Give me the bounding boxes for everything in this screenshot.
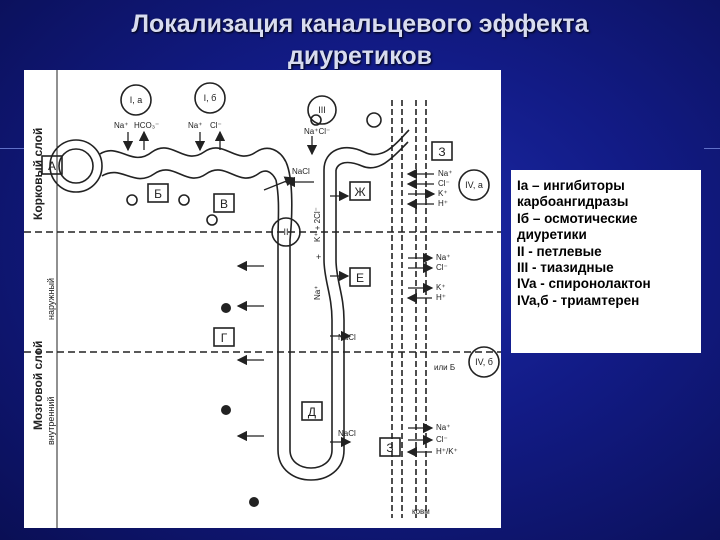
box-a-frame xyxy=(41,155,63,175)
ion-nacl-loop: NaCl xyxy=(292,167,310,176)
title-line-1: Локализация канальцевого эффекта xyxy=(131,10,589,38)
ion-nacl-top: Na⁺Cl⁻ xyxy=(304,127,330,136)
descending-limb-inner xyxy=(275,179,280,450)
side-label-outer: наружный xyxy=(46,278,56,320)
ascending-limb-outer xyxy=(335,170,345,450)
box-g: Г xyxy=(221,331,228,345)
ion-na-1: Na⁺ xyxy=(114,121,128,130)
box-z1: З xyxy=(438,145,445,159)
loop-bottom-inner xyxy=(277,449,345,481)
legend-item-5: II - петлевые xyxy=(517,243,602,259)
distal-tubule-2 xyxy=(335,141,409,171)
box-a: А xyxy=(48,159,56,173)
legend-item-1: Ia – ингибиторы xyxy=(517,178,625,193)
marker-circle-2 xyxy=(178,194,190,206)
drug-site-4a xyxy=(458,169,490,201)
box-e-frame xyxy=(349,267,371,287)
legend-item-3: Iб – осмотические xyxy=(517,210,638,226)
legend-box: Ia – ингибиторы карбоангидразы Iб – осмо… xyxy=(511,170,701,353)
marker-circle-distal xyxy=(366,112,382,128)
ion-na-2: Na⁺ xyxy=(188,121,202,130)
box-b: Б xyxy=(154,187,162,201)
box-zh-frame xyxy=(349,181,371,201)
legend-item-2: карбоангидразы xyxy=(517,194,629,210)
ion-cd3-hk: H⁺/K⁺ xyxy=(436,447,458,456)
edge-line-right xyxy=(704,148,720,149)
box-b-frame xyxy=(147,183,169,203)
ion-cd-k: K⁺ xyxy=(438,189,448,198)
legend-item-4: диуретики xyxy=(517,227,587,243)
title-line-2: диуретиков xyxy=(287,42,433,70)
loop-bottom-outer xyxy=(289,449,333,469)
drug-site-4b xyxy=(468,346,500,378)
box-d-frame xyxy=(301,401,323,421)
ion-cd3-cl: Cl⁻ xyxy=(436,435,448,444)
legend-item-6: III - тиазидные xyxy=(517,260,614,276)
ion-cd2-h: H⁺ xyxy=(436,293,446,302)
legend-item-8: IVa,б - триамтерен xyxy=(517,292,640,308)
box-g-frame xyxy=(213,327,235,347)
ion-cd-na: Na⁺ xyxy=(438,169,452,178)
label-4a: IV, a xyxy=(465,180,483,190)
dot-3 xyxy=(249,497,259,507)
ion-hco3: HCO₃⁻ xyxy=(134,121,159,130)
marker-circle-3 xyxy=(206,214,218,226)
proximal-tubule-lower xyxy=(101,169,277,181)
side-label-medulla: Мозговой слой xyxy=(31,341,45,430)
ion-plus: + xyxy=(316,252,321,262)
nephron-diagram: Корковый слой Мозговой слой наружный вну… xyxy=(24,70,501,528)
glomerulus xyxy=(58,148,94,184)
box-d: Д xyxy=(308,405,316,419)
ascending-limb-inner xyxy=(323,170,333,450)
label-4b: IV, б xyxy=(475,357,493,367)
slide-title: Локализация канальцевого эффекта диурети… xyxy=(0,8,720,72)
drug-site-2 xyxy=(271,217,301,247)
ion-cd3-na: Na⁺ xyxy=(436,423,450,432)
box-v-frame xyxy=(213,193,235,213)
ion-or-b: или Б xyxy=(434,363,455,372)
ion-nacl-mid: NaCl xyxy=(338,333,356,342)
drug-site-1a xyxy=(120,84,152,116)
ion-cd2-cl: Cl⁻ xyxy=(436,263,448,272)
ion-cl-1: Cl⁻ xyxy=(210,121,222,130)
bowman-capsule xyxy=(49,139,103,193)
ion-cd2-k: K⁺ xyxy=(436,283,446,292)
label-2: II xyxy=(283,227,288,237)
box-e: Е xyxy=(356,271,364,285)
drug-site-3 xyxy=(307,95,337,125)
side-label-cortex: Корковый слой xyxy=(31,128,45,220)
ion-na-asc: Na⁺ xyxy=(313,286,322,300)
descending-limb-outer xyxy=(285,161,293,450)
drug-site-1b xyxy=(194,82,226,114)
ion-cd-h: H⁺ xyxy=(438,199,448,208)
legend-item-7: IVa - спиронолактон xyxy=(517,276,651,292)
ion-cd2-na: Na⁺ xyxy=(436,253,450,262)
ion-k2cl: K⁺ + 2Cl⁻ xyxy=(313,207,322,242)
dot-2 xyxy=(221,405,231,415)
ion-nacl-low: NaCl xyxy=(338,429,356,438)
credit: ковм xyxy=(412,507,430,516)
label-1a: I, a xyxy=(130,95,143,105)
box-z1-frame xyxy=(431,141,453,161)
label-1b: I, б xyxy=(204,93,217,103)
side-label-inner: внутренний xyxy=(46,397,56,445)
edge-line-left xyxy=(0,148,24,149)
marker-circle-1 xyxy=(126,194,138,206)
box-zh: Ж xyxy=(354,185,365,199)
marker-circle-top xyxy=(310,114,322,126)
ion-cd-cl: Cl⁻ xyxy=(438,179,450,188)
nephron-diagram-svg: Корковый слой Мозговой слой наружный вну… xyxy=(24,70,501,528)
box-z2: З xyxy=(386,441,393,455)
dot-1 xyxy=(221,303,231,313)
box-v: В xyxy=(220,197,228,211)
label-3: III xyxy=(318,105,326,115)
proximal-tubule-upper xyxy=(99,147,287,163)
box-z2-frame xyxy=(379,437,401,457)
distal-tubule-1 xyxy=(323,129,410,171)
